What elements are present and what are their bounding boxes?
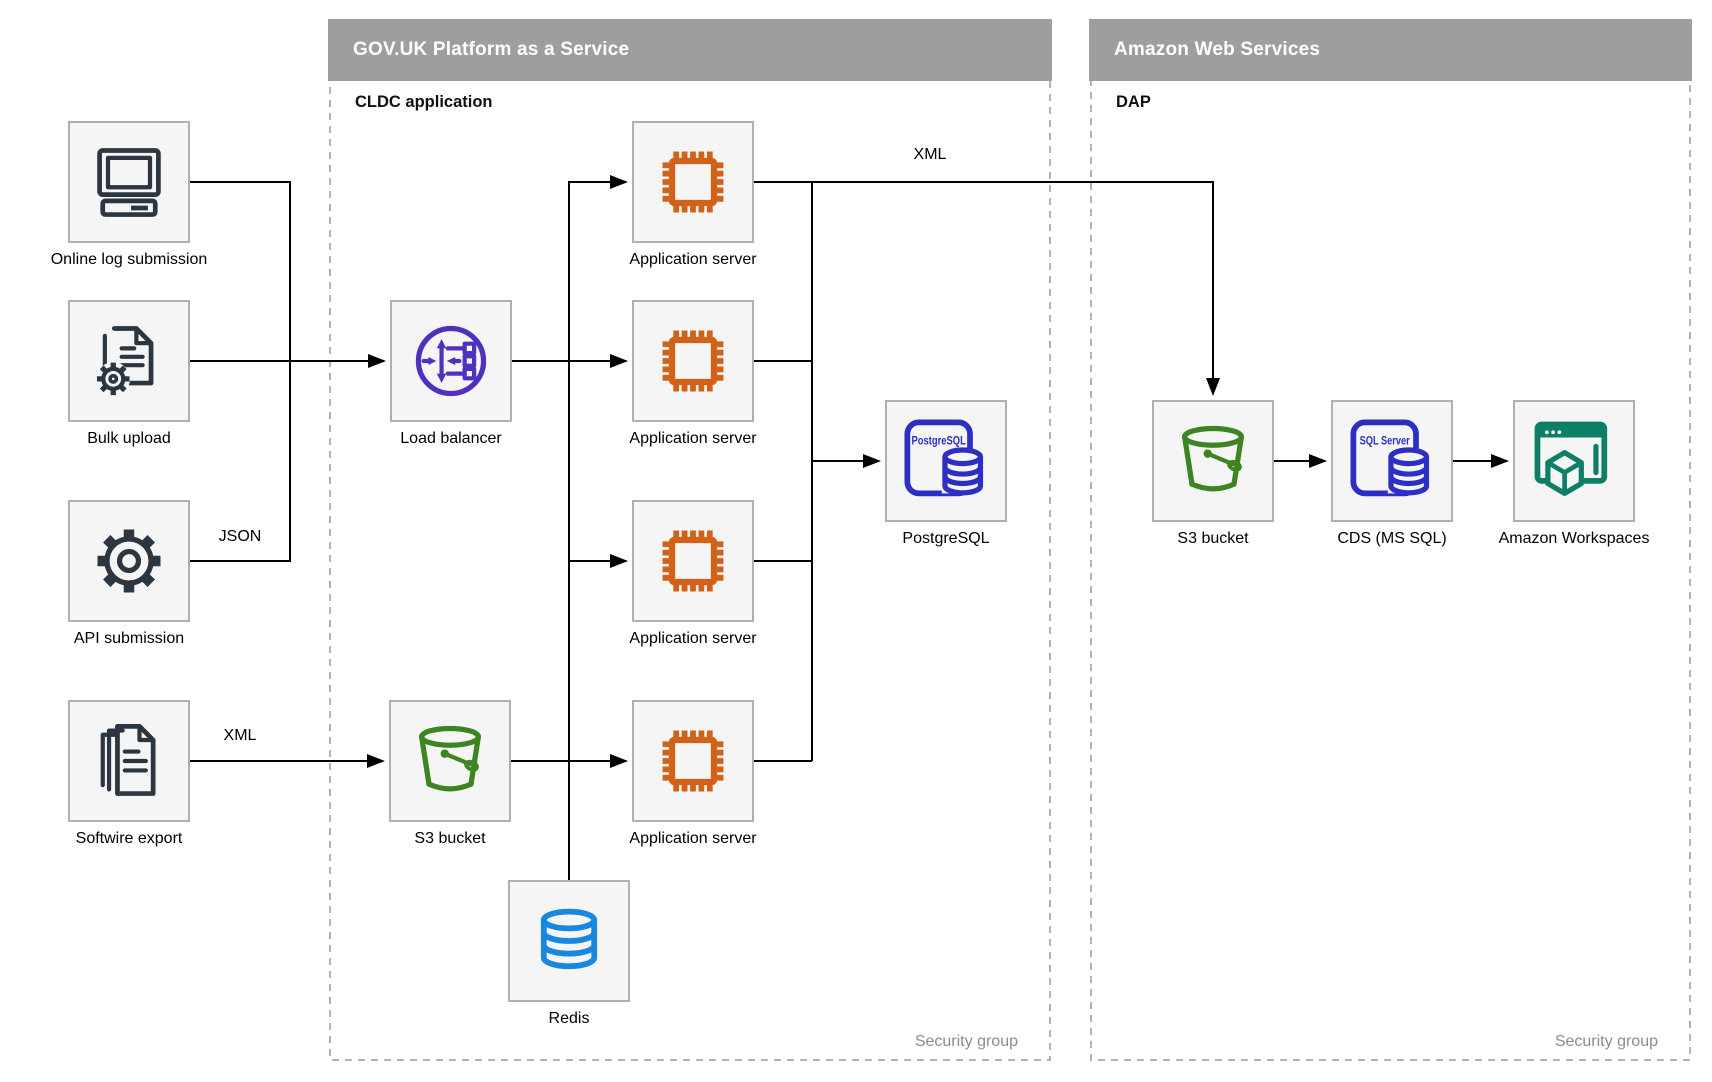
node-label-redis: Redis [548,1010,590,1027]
aws-panel-header: Amazon Web Services [1089,19,1692,81]
edge-label-xml-app: XML [913,146,947,163]
node-s3-bucket-aws [1152,400,1274,522]
node-label-app-server-2: Application server [629,430,757,447]
node-label-s3-bucket-aws: S3 bucket [1177,530,1249,547]
node-label-app-server-3: Application server [629,630,757,647]
node-redis [508,880,630,1002]
chip-icon [662,530,724,592]
document-gear-icon [96,326,154,396]
s3-bucket-icon [419,725,481,792]
node-label-cds-ms-sql: CDS (MS SQL) [1337,530,1447,547]
node-label-s3-bucket-paas: S3 bucket [414,830,486,847]
node-postgresql: PostgreSQL [885,400,1007,522]
sql-server-icon-text: SQL Server [1360,433,1410,447]
aws-security-group-label: Security group [1554,1033,1658,1050]
node-cds-ms-sql: SQL Server [1331,400,1453,522]
chip-icon [662,330,724,392]
node-label-app-server-4: Application server [629,830,757,847]
node-label-online-log-submission: Online log submission [50,251,208,268]
paas-panel-border [329,20,1051,1061]
edge-distribution-to-app1-and-redis [568,175,628,880]
node-softwire-export [68,700,190,822]
node-app-server-1 [632,121,754,243]
chip-icon [662,151,724,213]
edge-sources-merge [190,181,291,562]
node-label-api-submission: API submission [73,630,185,647]
node-app-server-2 [632,300,754,422]
documents-stack-icon [100,723,156,796]
workspaces-icon [1534,421,1608,496]
edge-label-json: JSON [218,528,262,545]
chip-icon [662,730,724,792]
node-app-server-4 [632,700,754,822]
node-label-load-balancer: Load balancer [400,430,502,447]
aws-panel-title: Amazon Web Services [1114,39,1321,60]
gear-icon [97,529,161,593]
edge-xml-to-aws-s3 [754,181,1220,396]
node-label-app-server-1: Application server [629,251,757,268]
node-label-postgresql: PostgreSQL [902,530,990,547]
paas-panel-header: GOV.UK Platform as a Service [328,19,1052,81]
node-online-log-submission [68,121,190,243]
node-api-submission [68,500,190,622]
node-label-bulk-upload: Bulk upload [87,430,171,447]
node-load-balancer [390,300,512,422]
node-app-server-3 [632,500,754,622]
node-amazon-workspaces [1513,400,1635,522]
edge-label-xml-softwire: XML [223,727,257,744]
desktop-computer-icon [97,148,161,217]
redis-icon [540,908,598,970]
paas-security-group-label: Security group [914,1033,1018,1050]
node-bulk-upload [68,300,190,422]
node-label-amazon-workspaces: Amazon Workspaces [1498,530,1650,547]
node-label-softwire-export: Softwire export [75,830,183,847]
s3-bucket-icon [1182,425,1244,492]
sql-server-icon: SQL Server [1350,419,1432,497]
node-s3-bucket-paas [389,700,511,822]
paas-panel-title: GOV.UK Platform as a Service [353,39,630,60]
aws-panel-subtitle: DAP [1116,93,1151,111]
paas-panel-subtitle: CLDC application [355,93,493,111]
postgresql-icon-text: PostgreSQL [912,433,966,447]
postgresql-icon: PostgreSQL [904,419,986,497]
load-balancer-icon [415,325,487,397]
